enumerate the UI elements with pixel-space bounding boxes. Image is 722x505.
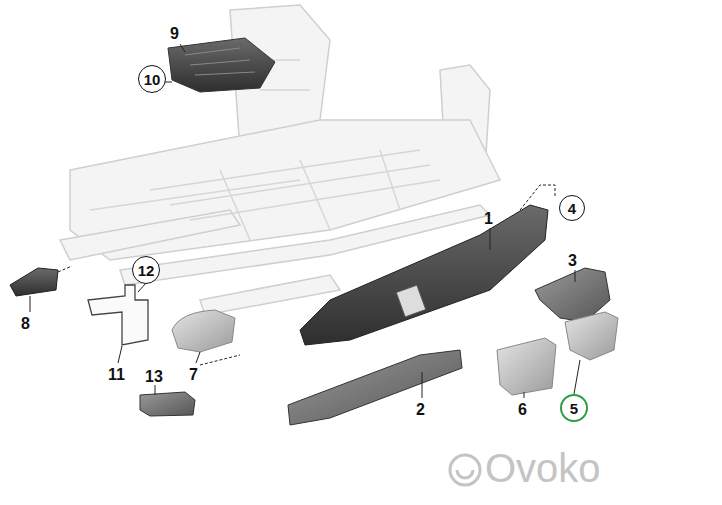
callout-number: 13 xyxy=(145,369,163,385)
callout-number: 11 xyxy=(108,367,125,383)
watermark: Ovoko xyxy=(485,448,601,488)
callout-number: 10 xyxy=(144,72,161,87)
callout-circle: 5 xyxy=(560,394,588,422)
leader-lines xyxy=(30,44,580,398)
callout-number: 12 xyxy=(138,263,155,278)
callout-circle: 10 xyxy=(138,65,166,93)
callout-number: 4 xyxy=(568,201,576,216)
callout-number: 6 xyxy=(518,402,527,418)
callout-number: 3 xyxy=(568,253,577,269)
callout-number: 7 xyxy=(189,367,198,383)
callout-circle: 12 xyxy=(132,256,160,284)
callout-number: 1 xyxy=(484,211,493,227)
callout-number: 8 xyxy=(21,316,30,332)
callout-number: 9 xyxy=(170,26,179,42)
callout-number: 5 xyxy=(570,401,578,416)
watermark-logo xyxy=(450,455,480,485)
callout-number: 2 xyxy=(416,402,425,418)
callout-circle: 4 xyxy=(559,195,585,221)
